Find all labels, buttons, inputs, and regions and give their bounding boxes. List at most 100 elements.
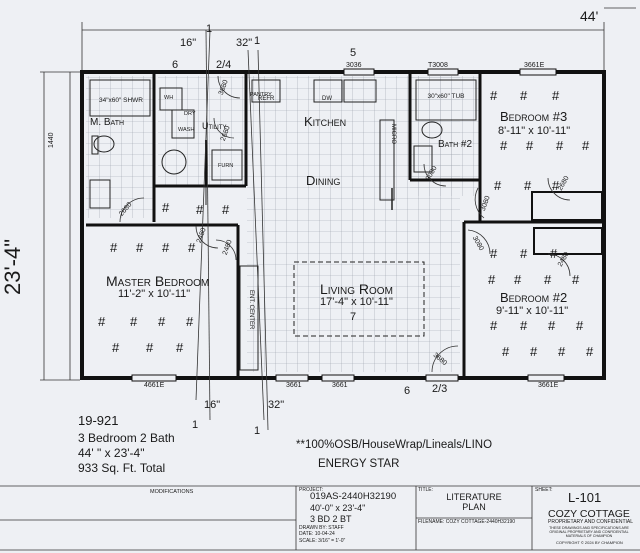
svg-text:#: # [146,340,154,355]
svg-text:#: # [490,88,498,103]
svg-text:#: # [548,318,556,333]
svg-text:#: # [520,88,528,103]
guide-lines [195,29,269,431]
bottom-mark-32: 32" [268,399,285,411]
svg-text:#: # [130,314,138,329]
room-utility: Utility [202,121,227,131]
copyright: COPYRIGHT © 2024 BY CHAMPION [556,540,623,545]
project-config: 3 BD 2 BT [310,514,352,524]
home-size: 44' " x 23'-4" [78,446,145,460]
micro-label: MICRO [390,124,396,144]
room-bedroom-2: Bedroom #2 [500,290,568,305]
energy-star: ENERGY STAR [318,458,400,470]
carpet-marks: #### #### ### ### #### ### ### #### ####… [98,88,594,359]
window-label: 3661 [286,382,302,389]
drawing-date: DATE: 10-04-24 [299,531,335,537]
room-living-room: Living Room [320,281,393,297]
window-label: 3036 [346,62,362,69]
room-living-room-size: 17'-4" x 10'-11" [320,296,393,308]
top-mark-6: 6 [172,59,179,71]
sheet-number: L-101 [568,490,602,505]
svg-text:#: # [490,246,498,261]
walls [80,70,606,380]
window-label: 4661E [144,382,165,389]
room-master-bedroom-size: 11'-2" x 10'-11" [118,288,191,300]
room-living-mark: 7 [350,311,357,323]
proprietary-note: PROPRIETARY AND CONFIDENTIAL [548,519,634,525]
refr-label: REFR [258,96,275,102]
top-mark-1b: 1 [254,35,261,47]
room-m-bath: M. Bath [90,117,125,128]
plan-name: COZY COTTAGE [548,508,630,520]
window-marks [131,68,565,382]
title-block-lines [0,485,640,551]
beds-baths: 3 Bedroom 2 Bath [78,431,175,445]
room-bath-2: Bath #2 [438,139,473,150]
svg-text:#: # [524,178,532,193]
bottom-mark-16: 16" [204,399,221,411]
svg-text:#: # [514,272,522,287]
room-kitchen: Kitchen [304,114,347,129]
window-label: T3008 [428,62,448,69]
overall-width-label: 44' [580,8,599,24]
project-size: 40'-0" x 23'-4" [310,503,366,513]
drawn-by: DRAWN BY: STAFF [299,525,344,531]
svg-text:#: # [520,246,528,261]
room-dining: Dining [306,173,341,188]
svg-text:#: # [162,240,170,255]
top-mark-16: 16" [180,37,197,49]
shower-label: 34"x60" SHWR [99,97,143,104]
svg-text:#: # [196,202,204,217]
top-mark-32: 32" [236,37,253,49]
svg-text:#: # [158,314,166,329]
room-bedroom-2-size: 9'-11" x 10'-11" [496,305,569,317]
square-feet: 933 Sq. Ft. Total [78,461,166,475]
svg-text:#: # [552,88,560,103]
top-mark-1a: 1 [206,23,213,35]
svg-text:#: # [98,314,106,329]
window-label: 3661E [538,382,559,389]
room-bedroom-3: Bedroom #3 [500,109,568,124]
bottom-mark-1b: 1 [254,425,261,437]
svg-text:#: # [500,138,508,153]
top-mark-24: 2/4 [216,59,232,71]
svg-text:#: # [558,344,566,359]
svg-text:#: # [526,138,534,153]
dry-label: DRY [184,111,196,117]
project-number: 019AS-2440H32190 [310,491,397,502]
ent-center-label: ENT. CENTER [248,290,254,330]
svg-text:#: # [502,344,510,359]
fixtures [89,79,477,371]
svg-text:#: # [176,340,184,355]
svg-text:#: # [490,318,498,333]
drawing-scale: SCALE: 3/16" = 1'-0" [299,538,346,544]
modifications-label: MODIFICATIONS [150,489,194,495]
bottom-mark-6: 6 [404,385,411,397]
svg-text:#: # [136,240,144,255]
svg-text:#: # [520,318,528,333]
svg-text:#: # [576,318,584,333]
drawing-title: LITERATURE PLAN [446,492,502,513]
wash-label: WASH [178,127,195,133]
construction-notes: **100%OSB/HouseWrap/Lineals/LINO [296,439,493,451]
dimension-lines [40,7,636,381]
svg-text:#: # [162,200,170,215]
filename: FILENAME: COZY COTTAGE-2440H32190 [418,519,516,525]
wh-label: WH [164,95,174,101]
room-bedroom-3-size: 8'-11" x 10'-11" [498,125,571,137]
bottom-mark-1a: 1 [192,419,199,431]
pantry-label: PANTRY [250,92,272,98]
top-mark-5: 5 [350,47,357,59]
dw-label: DW [322,96,332,102]
left-wall-dimension: 1440 [48,132,55,148]
model-number: 19-921 [78,413,119,428]
legal-note: THESE DRAWINGS AND SPECIFICATIONS ARE OR… [549,526,629,539]
svg-text:#: # [552,178,560,193]
furn-label: FURN [218,163,234,169]
window-label: 3661E [524,62,545,69]
svg-text:#: # [530,344,538,359]
door-swings [119,75,571,373]
tub-label: 30"x60" TUB [427,93,465,100]
sheet-label: SHEET: [535,487,553,493]
svg-text:#: # [186,314,194,329]
